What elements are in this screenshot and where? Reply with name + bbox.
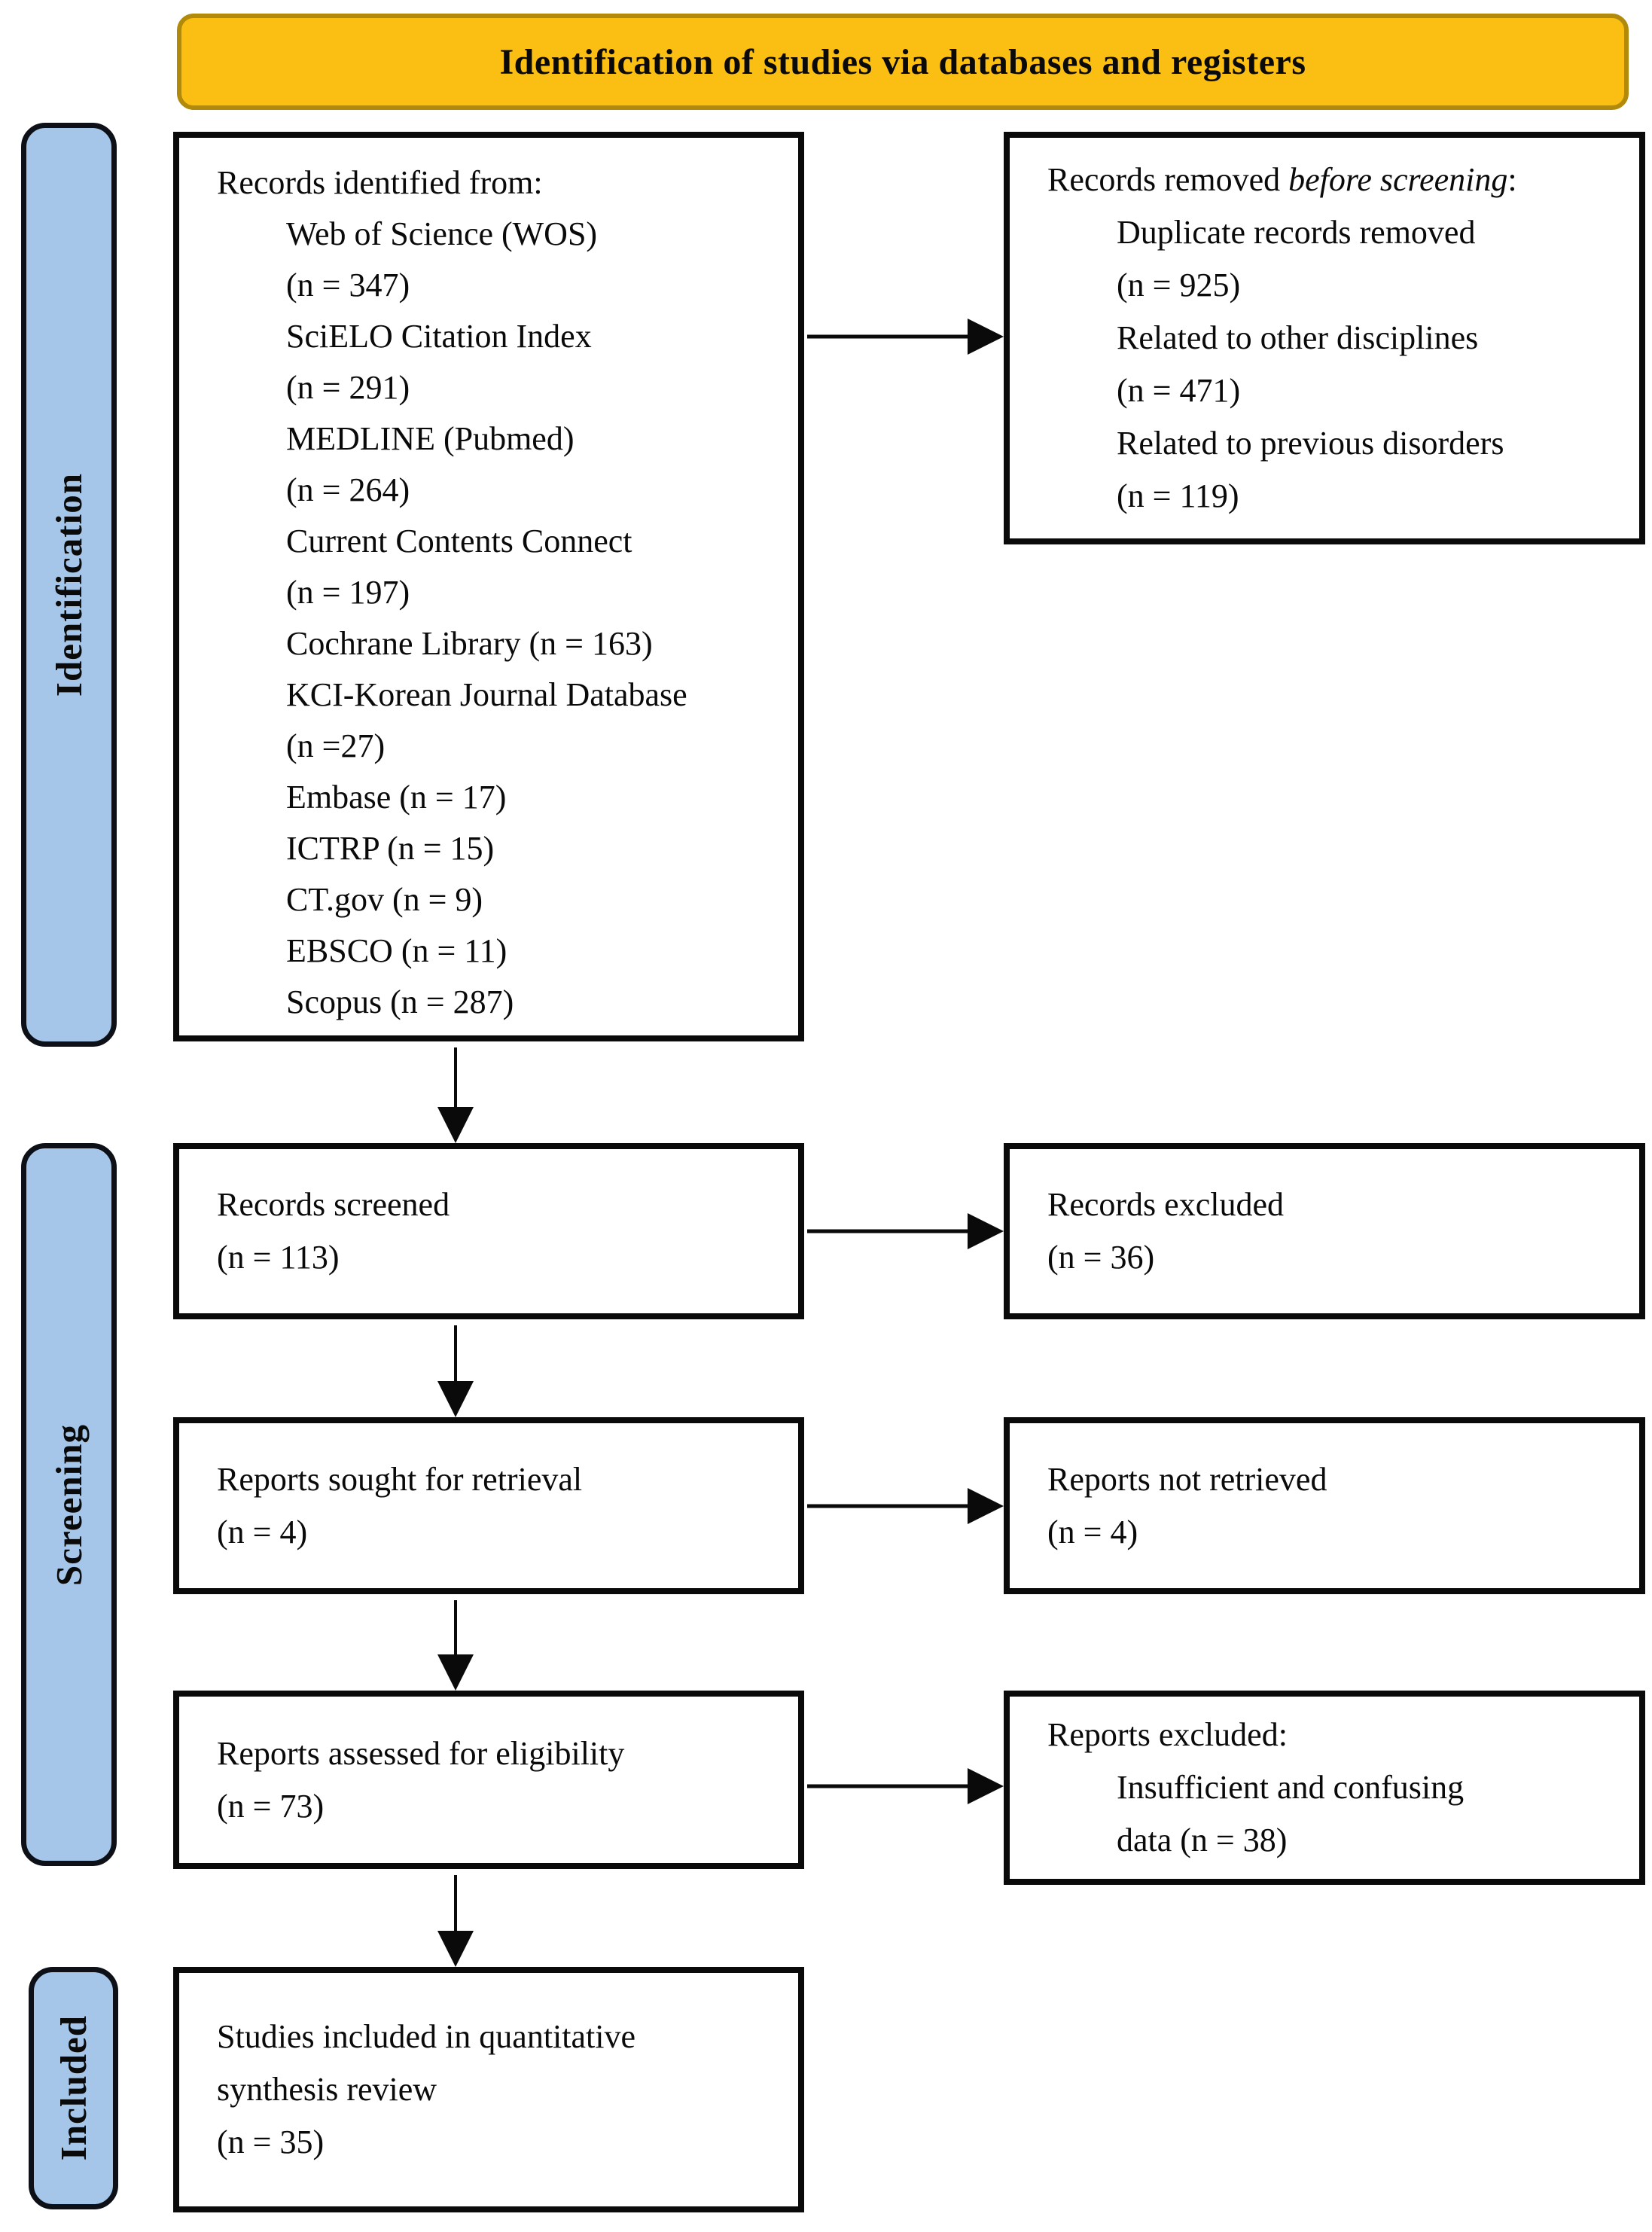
stage-label-included: Included (53, 2015, 94, 2161)
arrow-shaft (454, 1325, 457, 1384)
box-title: Records identified from: (217, 164, 543, 201)
arrowhead-down-icon (437, 1654, 474, 1691)
down-arrow-sought-to-assessed (437, 1600, 474, 1691)
box-lines: Studies included in quantitative synthesi… (217, 2011, 780, 2169)
arrowhead-down-icon (437, 1931, 474, 1967)
stage-bar-included: Included (29, 1967, 118, 2209)
text-line: Web of Science (WOS) (286, 215, 598, 252)
text-line: Reports not retrieved (1047, 1460, 1327, 1498)
removed-reasons-list: Duplicate records removed (n = 925) Relate… (1047, 206, 1621, 523)
arrow-shaft (454, 1047, 457, 1110)
text-line: Current Contents Connect (286, 523, 632, 560)
text-line: (n = 4) (1047, 1513, 1138, 1551)
text-line: Studies included in quantitative (217, 2018, 636, 2055)
arrow-shaft (454, 1875, 457, 1934)
header-banner: Identification of studies via databases … (177, 14, 1629, 110)
right-arrow-screened-to-excluded (807, 1213, 1004, 1249)
box-records-identified: Records identified from: Web of Science … (173, 132, 804, 1041)
box-records-removed: Records removed before screening: Duplic… (1004, 132, 1645, 544)
text-line: data (n = 38) (1117, 1822, 1288, 1858)
arrow-shaft (454, 1600, 457, 1657)
text-line: Related to other disciplines (1117, 319, 1479, 356)
text-line: (n = 925) (1117, 267, 1241, 303)
stage-bar-identification: Identification (21, 123, 117, 1047)
text-line: Records excluded (1047, 1186, 1284, 1223)
arrowhead-right-icon (968, 319, 1004, 355)
box-title: Records removed before screening: (1047, 154, 1621, 206)
box-lines: Reports not retrieved (n = 4) (1047, 1453, 1621, 1559)
arrow-shaft (807, 1229, 970, 1233)
text-line: (n = 119) (1117, 477, 1239, 514)
box-lines: Reports assessed for eligibility (n = 73) (217, 1727, 780, 1833)
text-line: (n = 36) (1047, 1239, 1155, 1276)
text-line: Insufficient and confusing (1117, 1769, 1465, 1806)
box-lines: Records excluded (n = 36) (1047, 1179, 1621, 1284)
text-line: ICTRP (n = 15) (286, 830, 495, 867)
box-lines: Reports sought for retrieval (n = 4) (217, 1453, 780, 1559)
excluded-reasons-list: Insufficient and confusing data (n = 38) (1047, 1761, 1621, 1867)
text-line: Embase (n = 17) (286, 779, 507, 816)
arrowhead-right-icon (968, 1488, 1004, 1524)
text-line: Reports assessed for eligibility (217, 1734, 625, 1772)
arrowhead-down-icon (437, 1381, 474, 1417)
text-line: (n =27) (286, 727, 386, 764)
box-reports-excluded: Reports excluded: Insufficient and confu… (1004, 1691, 1645, 1885)
arrowhead-right-icon (968, 1768, 1004, 1804)
text-line: (n = 73) (217, 1787, 325, 1825)
text-line: KCI-Korean Journal Database (286, 676, 687, 713)
arrow-shaft (807, 1504, 970, 1508)
text-line: (n = 291) (286, 369, 410, 406)
text-line: (n = 113) (217, 1239, 340, 1276)
box-reports-sought: Reports sought for retrieval (n = 4) (173, 1417, 804, 1594)
text-line: (n = 264) (286, 471, 410, 508)
text-line: EBSCO (n = 11) (286, 932, 507, 969)
stage-label-identification: Identification (48, 472, 90, 697)
box-studies-included: Studies included in quantitative synthesi… (173, 1967, 804, 2212)
arrowhead-right-icon (968, 1213, 1004, 1249)
down-arrow-identified-to-screened (437, 1047, 474, 1143)
right-arrow-identified-to-removed (807, 319, 1004, 355)
text-line: Records screened (217, 1186, 450, 1223)
box-title: Reports excluded: (1047, 1716, 1288, 1753)
title-text: Records removed (1047, 161, 1289, 198)
down-arrow-assessed-to-included (437, 1875, 474, 1967)
title-colon: : (1507, 161, 1517, 198)
box-reports-assessed: Reports assessed for eligibility (n = 73) (173, 1691, 804, 1869)
stage-label-screening: Screening (48, 1423, 90, 1586)
text-line: Cochrane Library (n = 163) (286, 625, 653, 662)
title-italic-text: before screening (1288, 161, 1508, 198)
text-line: Related to previous disorders (1117, 425, 1504, 462)
database-list: Web of Science (WOS) (n = 347) SciELO Cita… (217, 209, 780, 1028)
box-reports-not-retrieved: Reports not retrieved (n = 4) (1004, 1417, 1645, 1594)
box-records-excluded: Records excluded (n = 36) (1004, 1143, 1645, 1319)
text-line: (n = 197) (286, 574, 410, 611)
text-line: (n = 4) (217, 1513, 308, 1551)
text-line: SciELO Citation Index (286, 318, 592, 355)
right-arrow-sought-to-notretrieved (807, 1488, 1004, 1524)
text-line: (n = 471) (1117, 372, 1241, 409)
text-line: CT.gov (n = 9) (286, 881, 483, 918)
box-records-screened: Records screened (n = 113) (173, 1143, 804, 1319)
text-line: Reports sought for retrieval (217, 1460, 583, 1498)
arrow-shaft (807, 1784, 970, 1788)
text-line: (n = 347) (286, 267, 410, 303)
text-line: MEDLINE (Pubmed) (286, 420, 575, 457)
box-lines: Records screened (n = 113) (217, 1179, 780, 1284)
down-arrow-screened-to-sought (437, 1325, 474, 1417)
text-line: Scopus (n = 287) (286, 983, 514, 1020)
arrow-shaft (807, 334, 970, 339)
text-line: Duplicate records removed (1117, 214, 1476, 251)
text-line: (n = 35) (217, 2124, 325, 2160)
header-title: Identification of studies via databases … (499, 41, 1306, 82)
right-arrow-assessed-to-reportsexcluded (807, 1768, 1004, 1804)
arrowhead-down-icon (437, 1107, 474, 1143)
stage-bar-screening: Screening (21, 1143, 117, 1866)
text-line: synthesis review (217, 2071, 437, 2108)
